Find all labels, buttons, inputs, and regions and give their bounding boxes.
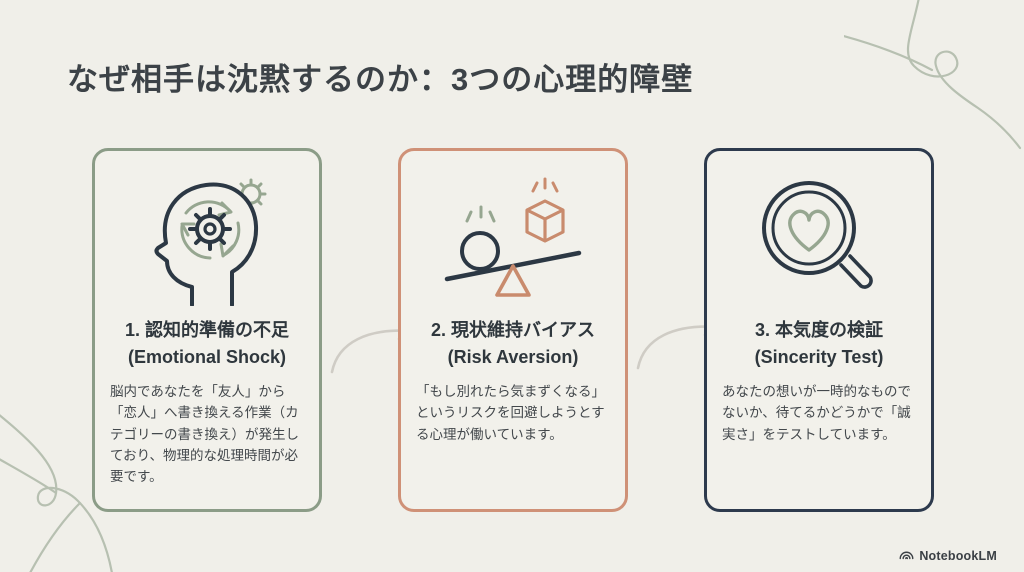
card-title-en: (Sincerity Test) — [754, 347, 884, 367]
page-title: なぜ相手は沈黙するのか：3つの心理的障壁 — [67, 62, 694, 97]
card-title: 1. 認知的準備の不足 (Emotional Shock) — [95, 317, 319, 371]
card-title-jp: 3. 本気度の検証 — [754, 320, 883, 340]
card-title-jp: 1. 認知的準備の不足 — [124, 320, 289, 340]
magnifier-heart-icon — [707, 151, 931, 313]
balance-scale-icon — [401, 151, 625, 313]
notebooklm-logo-text: NotebookLM — [919, 549, 997, 563]
card-title-en: (Risk Aversion) — [447, 347, 579, 367]
card-body: あなたの想いが一時的なものでないか、待てるかどうかで「誠実さ」をテストしています… — [722, 384, 911, 442]
card-body: 「もし別れたら気まずくなる」というリスクを回避しようとする心理が働いています。 — [416, 384, 605, 442]
head-gears-icon — [95, 151, 319, 313]
decorative-squiggle-top-right-icon — [844, 0, 1022, 150]
card-title: 3. 本気度の検証 (Sincerity Test) — [707, 317, 931, 371]
card-sincerity-test: 3. 本気度の検証 (Sincerity Test) あなたの想いが一時的なもの… — [704, 148, 934, 512]
card-title-en: (Emotional Shock) — [127, 347, 286, 367]
card-title-jp: 2. 現状維持バイアス — [430, 320, 595, 340]
card-cognitive-preparation: 1. 認知的準備の不足 (Emotional Shock) 脳内であなたを「友人… — [92, 148, 322, 512]
notebooklm-logo-icon — [899, 551, 914, 560]
notebooklm-brand: NotebookLM — [899, 549, 997, 563]
card-status-quo-bias: 2. 現状維持バイアス (Risk Aversion) 「もし別れたら気まずくな… — [398, 148, 628, 512]
card-body: 脳内であなたを「友人」から「恋人」へ書き換える作業（カテゴリーの書き換え）が発生… — [110, 384, 299, 485]
card-title: 2. 現状維持バイアス (Risk Aversion) — [401, 317, 625, 371]
